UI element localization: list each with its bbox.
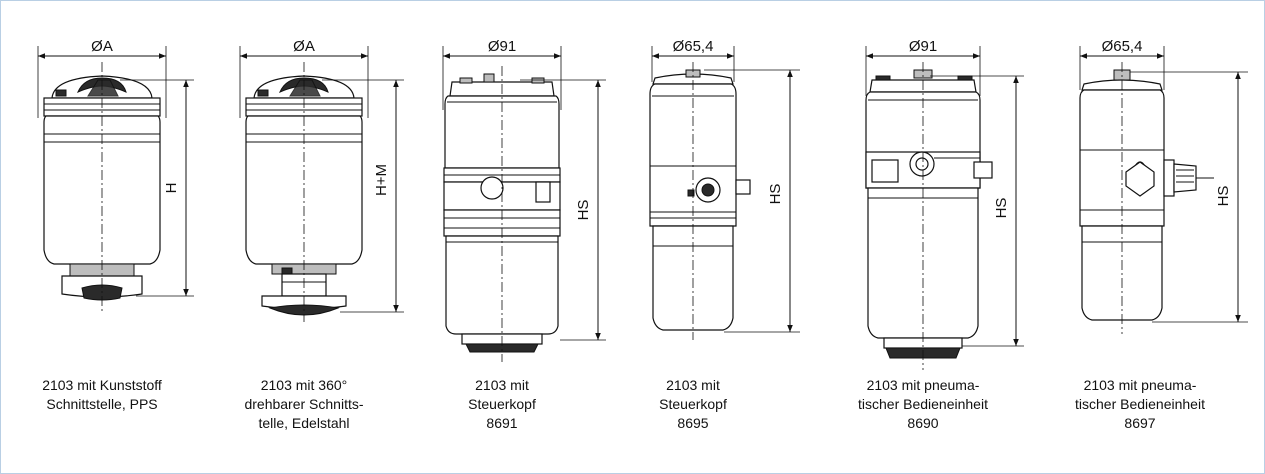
caption-line: 2103 mit	[475, 377, 529, 393]
device-drawing-2103-8695: Ø65,4 HS	[649, 38, 800, 340]
height-dimension-label: HS	[575, 200, 592, 221]
device-drawing-2103-edelstahl: ØA H+M	[239, 38, 404, 322]
caption-line: 8691	[486, 415, 518, 431]
width-dimension-label: Ø65,4	[673, 38, 714, 55]
caption-2103-8697: 2103 mit pneuma- tischer Bedieneinheit 8…	[1050, 376, 1230, 433]
caption-line: Schnittstelle, PPS	[46, 396, 158, 412]
caption-line: 2103 mit 360°	[260, 377, 348, 393]
caption-line: 8690	[907, 415, 939, 431]
height-dimension-label: H	[163, 183, 180, 194]
caption-line: Steuerkopf	[659, 396, 727, 412]
caption-line: drehbarer Schnitts-	[244, 396, 364, 412]
caption-2103-8691: 2103 mit Steuerkopf 8691	[412, 376, 592, 433]
width-dimension-label: ØA	[293, 38, 315, 55]
device-drawing-2103-8690: Ø91 HS	[865, 38, 1024, 370]
caption-line: 2103 mit pneuma-	[1083, 377, 1197, 393]
width-dimension-label: Ø65,4	[1102, 38, 1143, 55]
height-dimension-label: HS	[993, 198, 1010, 219]
caption-2103-8695: 2103 mit Steuerkopf 8695	[603, 376, 783, 433]
height-dimension-label: HS	[767, 184, 784, 205]
caption-line: 2103 mit	[666, 377, 720, 393]
height-dimension-label: H+M	[373, 164, 390, 196]
caption-line: 8697	[1124, 415, 1156, 431]
caption-2103-edelstahl: 2103 mit 360° drehbarer Schnitts- telle,…	[214, 376, 394, 433]
caption-line: 8695	[677, 415, 709, 431]
caption-line: 2103 mit pneuma-	[866, 377, 980, 393]
caption-line: Steuerkopf	[468, 396, 536, 412]
device-drawing-2103-8697: Ø65,4 HS	[1079, 38, 1248, 334]
width-dimension-label: Ø91	[909, 38, 937, 55]
width-dimension-label: ØA	[91, 38, 113, 55]
height-dimension-label: HS	[1215, 186, 1232, 207]
device-drawing-2103-pps: ØA H	[37, 38, 194, 312]
width-dimension-label: Ø91	[488, 38, 516, 55]
device-drawing-2103-8691: Ø91 HS	[442, 38, 606, 362]
caption-line: tischer Bedieneinheit	[858, 396, 988, 412]
caption-line: 2103 mit Kunststoff	[42, 377, 162, 393]
caption-line: telle, Edelstahl	[258, 415, 350, 431]
caption-2103-pps: 2103 mit Kunststoff Schnittstelle, PPS	[12, 376, 192, 414]
caption-line: tischer Bedieneinheit	[1075, 396, 1205, 412]
caption-2103-8690: 2103 mit pneuma- tischer Bedieneinheit 8…	[833, 376, 1013, 433]
